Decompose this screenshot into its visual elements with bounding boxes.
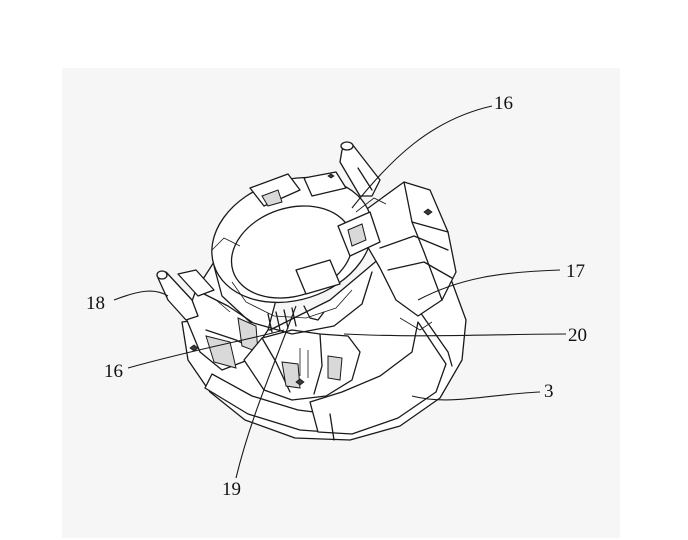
top-block-right	[303, 171, 347, 197]
front-housing	[243, 329, 361, 401]
callout-18: 18	[86, 293, 105, 314]
callout-16-top: 16	[494, 93, 513, 114]
leader-16-left	[127, 329, 285, 369]
leader-16-top	[351, 105, 493, 209]
callout-20: 20	[568, 325, 587, 346]
callout-19: 19	[222, 479, 241, 500]
detent-dot	[295, 378, 305, 386]
callout-16-left: 16	[104, 361, 123, 382]
leader-17	[417, 269, 561, 301]
leader-19	[235, 305, 297, 479]
leader-18	[113, 290, 169, 301]
leader-3	[411, 391, 541, 401]
top-block-left	[249, 173, 301, 207]
spring-component	[267, 307, 297, 333]
callout-3: 3	[544, 381, 554, 402]
leader-20	[343, 333, 567, 337]
callout-17: 17	[566, 261, 585, 282]
top-block-front	[295, 259, 341, 295]
outer-ring-segment-3	[309, 321, 447, 435]
